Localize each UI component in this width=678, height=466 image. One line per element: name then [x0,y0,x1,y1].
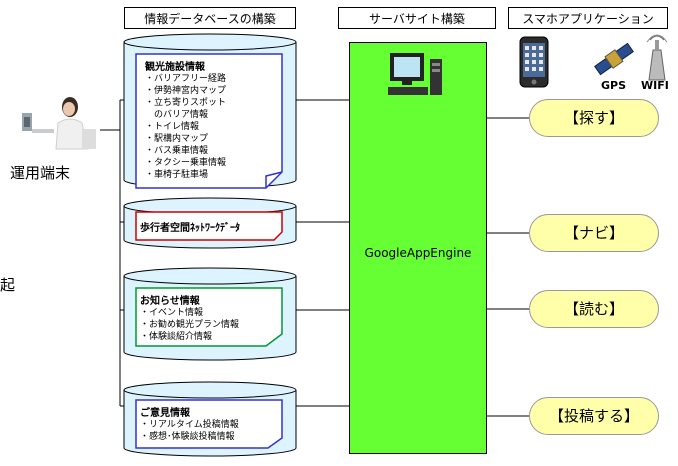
note-card-notice [135,287,283,347]
action-search-button[interactable]: 【探す】 [529,99,659,137]
edge-text-fragment: 起 [0,276,16,294]
header-database: 情報データベースの構築 [124,7,296,29]
db-item: ・立ち寄りスポット [145,98,227,108]
db-item: ・車椅子駐車場 [145,170,209,180]
db-network-text: 歩行者空間ﾈｯﾄﾜｰｸﾃﾞｰﾀ [140,219,240,234]
db-opinion-title: ご意見情報 [140,408,190,419]
header-server: サーバサイト構築 [338,7,496,29]
db-item: ・タクシー乗車情報 [145,158,227,168]
db-notice-title: お知らせ情報 [140,296,200,307]
db-opinion-text: ご意見情報 ・リアルタイム投稿情報 ・感想･体験談投稿情報 [140,404,239,443]
db-item: ・バス乗車情報 [145,146,209,156]
operator-person-icon [22,97,96,150]
db-item: ・感想･体験談投稿情報 [140,432,235,442]
server-block: GoogleAppEngine [349,42,487,454]
db-item: ・伊勢神宮内マップ [145,86,227,96]
action-post-button[interactable]: 【投稿する】 [529,397,659,435]
server-label: GoogleAppEngine [364,246,472,260]
note-card-network [135,211,283,241]
gps-label: GPS [601,79,627,92]
smartphone-icon [519,36,549,88]
db-item: ・お勧め観光プラン情報 [140,320,240,330]
header-smartphone: スマホアプリケーション [508,7,668,29]
db-tourism-text: 観光施設情報 ・バリアフリー経路 ・伊勢神宮内マップ ・立ち寄りスポット のバリ… [145,58,226,181]
action-navigate-button[interactable]: 【ナビ】 [529,214,659,252]
operator-label: 運用端末 [10,164,71,182]
db-item: ・駅構内マップ [145,134,209,144]
server-computer-icon [388,53,442,95]
operator-terminal-image [22,93,98,151]
action-read-button[interactable]: 【読む】 [529,290,659,328]
db-tourism-title: 観光施設情報 [145,62,205,73]
db-notice-text: お知らせ情報 ・イベント情報 ・お勧め観光プラン情報 ・体験談紹介情報 [140,292,239,343]
db-item: ・イベント情報 [140,308,204,318]
db-item: ・トイレ情報 [145,122,200,132]
db-item: ・バリアフリー経路 [145,74,227,84]
db-item: ・リアルタイム投稿情報 [140,420,239,430]
satellite-icon [594,42,634,76]
note-card-tourism [135,53,283,189]
wifi-label: WIFI [641,79,669,92]
wifi-antenna-icon [646,34,668,81]
note-card-opinion [135,399,283,449]
db-item: ・体験談紹介情報 [140,332,213,342]
db-item: のバリア情報 [145,110,209,120]
db-network-title: 歩行者空間ﾈｯﾄﾜｰｸﾃﾞｰﾀ [140,223,240,234]
